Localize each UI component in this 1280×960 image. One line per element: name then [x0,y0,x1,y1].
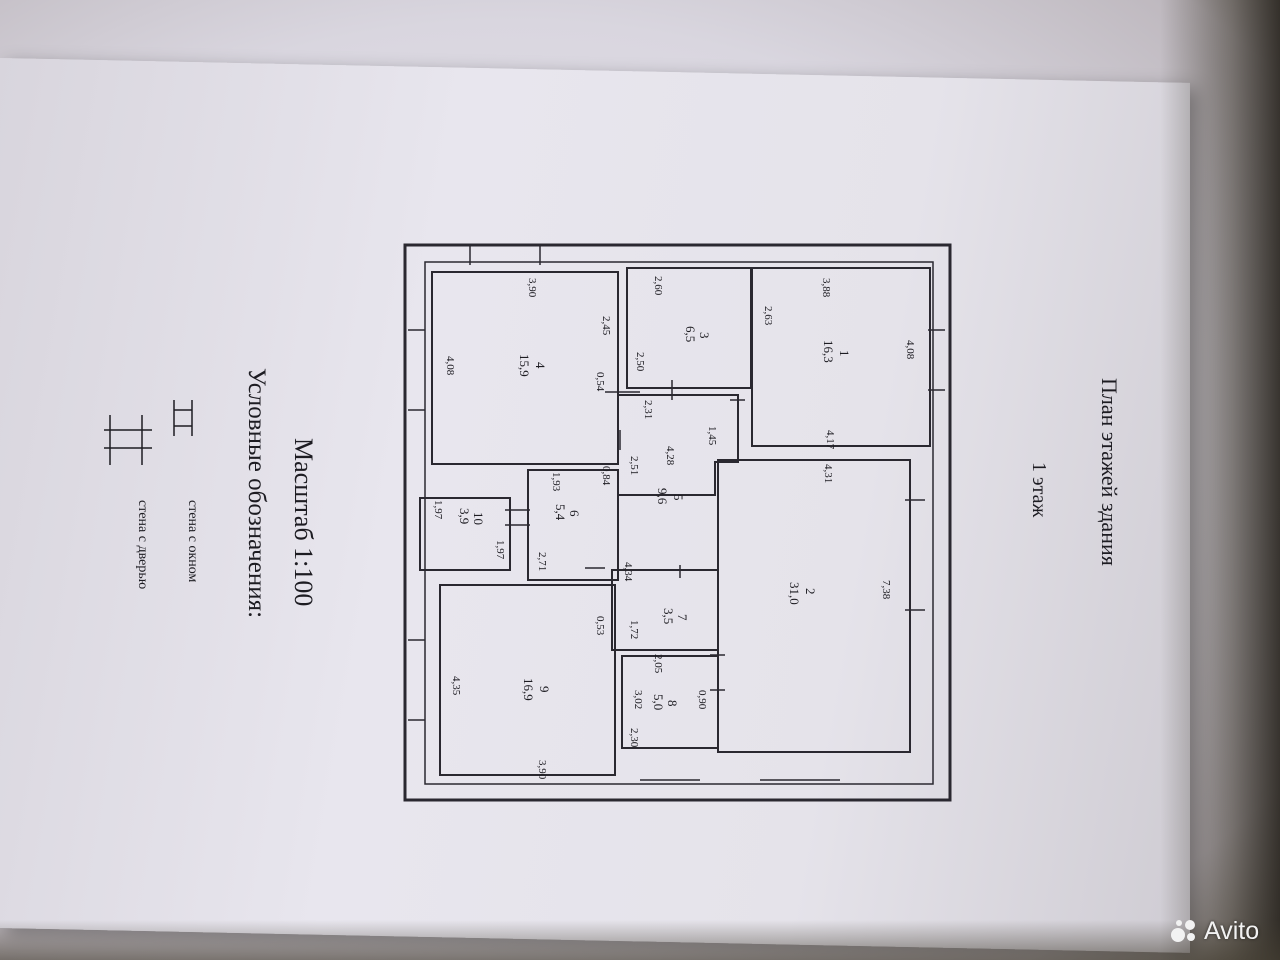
scale-label: Масштаб 1:100 [289,438,318,607]
room-2-outline [717,459,911,753]
avito-label: Avito [1204,916,1260,945]
dim-label: 7,38 [880,580,892,600]
dim-label: 2,50 [634,352,646,372]
dim-label: 4,28 [664,446,676,466]
room-9-outline [439,584,616,776]
dim-label: 2,45 [600,316,612,336]
room-7-outline [611,569,719,651]
dim-label: 1,93 [550,472,562,492]
dim-label: 4,17 [824,430,836,450]
room-4-outline [431,271,619,465]
dim-label: 2,30 [628,728,640,748]
room-10-outline [419,497,511,571]
room-8-number: 8 [665,700,680,707]
legend-item-window: стена с окном [185,500,200,583]
window-wall-icon [173,400,193,436]
room-7-area: 3,5 [661,608,676,625]
dim-label: 3,88 [820,278,832,298]
dim-label: 0,53 [594,616,606,636]
room-9-area: 16,9 [521,678,536,701]
room-5-number: 5 [671,494,686,501]
room-3-outline [626,267,752,389]
room-1-area: 16,3 [821,340,836,363]
window-marks [408,245,945,781]
dim-label: 2,31 [642,400,654,420]
plan-title: План этажей здания [1097,378,1122,566]
bottom-shadow [0,920,1280,960]
dim-label: 4,08 [444,356,456,376]
room-1-number: 1 [837,350,852,357]
room-2-number: 2 [803,588,818,595]
dim-label: 2,05 [652,654,664,674]
room-7-number: 7 [675,614,690,621]
dim-label: 4,35 [450,676,462,696]
door-marks [505,380,745,691]
room-10-area: 3,9 [457,508,472,525]
room-3-area: 6,5 [683,326,698,343]
room-4-area: 15,9 [517,354,532,377]
dim-label: 2,63 [762,306,774,326]
room-8-area: 5,0 [651,694,666,711]
room-6-number: 6 [567,510,582,517]
dim-label: 0,54 [594,372,606,392]
dim-label: 4,31 [822,464,834,484]
dim-label: 0,90 [696,690,708,710]
legend-item-door: стена с дверью [135,500,150,590]
room-5-outline [618,394,739,496]
dim-label: 2,71 [536,552,548,572]
dim-label: 4,34 [622,562,634,582]
room-6-area: 5,4 [553,504,568,521]
room-8-outline [621,655,719,749]
dim-label: 2,51 [628,456,640,476]
door-wall-icon [104,415,152,465]
room-5-area: 9,6 [655,488,670,505]
room-4-number: 4 [533,362,548,369]
floor-label: 1 этаж [1028,462,1050,518]
dim-label: 0,84 [600,466,612,486]
avito-dots-icon [1171,920,1195,942]
legend-title: Условные обозначения: [243,368,270,619]
dim-label: 1,97 [494,540,506,560]
room-2-area: 31,0 [787,582,802,605]
dim-label: 3,90 [536,760,548,780]
inner-outline [424,261,934,785]
outer-wall [403,243,952,802]
avito-watermark: Avito [1170,914,1270,948]
dim-label: 1,97 [432,500,444,520]
dim-label: 3,90 [526,278,538,298]
dim-label: 4,08 [904,340,916,360]
dim-label: 1,45 [706,426,718,446]
book-spine-shadow [1160,0,1280,960]
dim-label: 1,72 [628,620,640,640]
dim-label: 2,60 [652,276,664,296]
room-3-number: 3 [697,332,712,339]
room-10-number: 10 [471,512,486,525]
dim-label: 3,02 [632,690,644,710]
room-9-number: 9 [537,686,552,693]
